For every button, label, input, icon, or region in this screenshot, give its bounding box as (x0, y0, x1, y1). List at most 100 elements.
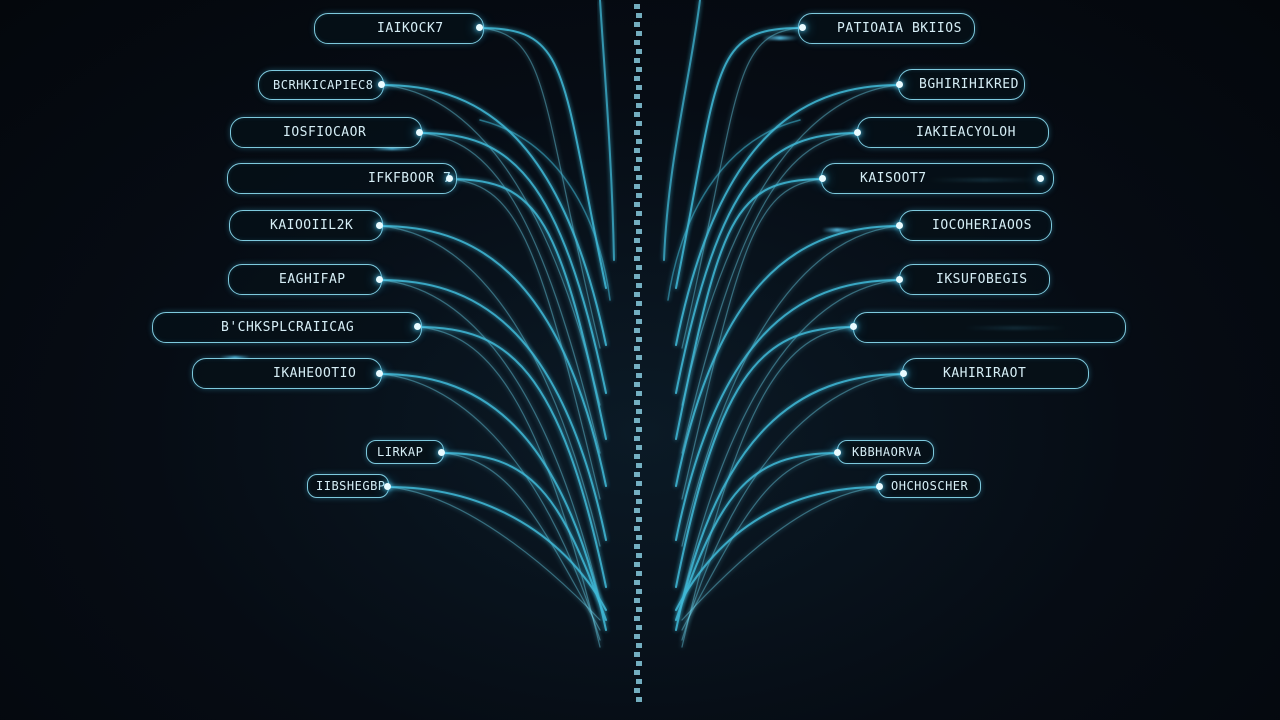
data-stream-segment (636, 697, 642, 702)
data-stream-segment (634, 490, 640, 495)
data-stream-segment (636, 517, 642, 522)
data-stream-segment (636, 157, 642, 162)
data-stream-segment (636, 301, 642, 306)
branch-line (663, 0, 701, 261)
right-label-text: KBBHAORVA (852, 445, 922, 459)
data-stream-segment (636, 589, 642, 594)
data-stream-segment (634, 112, 640, 117)
branch-line (449, 178, 607, 440)
branch-line (479, 27, 601, 349)
data-stream-segment (634, 508, 640, 513)
branch-line (381, 84, 601, 406)
connector-node (376, 222, 383, 229)
data-stream-segment (634, 544, 640, 549)
branch-line (681, 84, 901, 406)
data-stream-segment (634, 4, 640, 9)
data-stream-segment (636, 625, 642, 630)
branch-line (675, 178, 824, 440)
data-stream-segment (636, 211, 642, 216)
branch-line (681, 452, 839, 631)
branch-line (479, 27, 607, 289)
connector-node (416, 129, 423, 136)
data-stream-segment (634, 220, 640, 225)
branch-line (681, 486, 881, 621)
data-stream-segment (636, 391, 642, 396)
branch-line (675, 452, 839, 621)
connector-node (1037, 175, 1044, 182)
branch-line (387, 486, 607, 611)
left-label-box: IAIKOCK7 (314, 13, 484, 44)
data-stream-segment (636, 13, 642, 18)
data-stream-segment (634, 256, 640, 261)
data-stream-segment (636, 85, 642, 90)
branch-line (379, 373, 601, 641)
data-stream-segment (634, 202, 640, 207)
data-stream-segment (636, 49, 642, 54)
data-stream-segment (636, 553, 642, 558)
branch-line (387, 486, 601, 621)
data-stream-segment (634, 274, 640, 279)
branch-line (441, 452, 607, 621)
branch-line (379, 279, 607, 541)
connector-node (819, 175, 826, 182)
branch-line (675, 373, 905, 631)
connector-node (854, 129, 861, 136)
connector-node (896, 222, 903, 229)
connector-node (834, 449, 841, 456)
branch-line (441, 452, 601, 631)
branch-line (681, 373, 905, 641)
data-stream-segment (636, 571, 642, 576)
branch-line (681, 178, 824, 500)
branch-line (379, 225, 601, 547)
data-stream-segment (634, 364, 640, 369)
branch-line (381, 84, 607, 346)
data-stream-segment (634, 634, 640, 639)
data-stream-segment (634, 94, 640, 99)
data-stream-segment (634, 418, 640, 423)
right-label-box: KBBHAORVA (837, 440, 934, 464)
right-label-box: OHCHOSCHER (878, 474, 981, 498)
branch-line (417, 326, 607, 588)
left-label-text: IOSFIOCAOR (283, 125, 367, 140)
right-label-text: OHCHOSCHER (891, 479, 969, 493)
data-stream-segment (634, 310, 640, 315)
left-label-text: IAIKOCK7 (377, 21, 444, 36)
data-stream-segment (636, 103, 642, 108)
branch-line (675, 279, 901, 541)
left-label-text: IIBSHEGBP (316, 479, 386, 493)
connector-node (799, 24, 806, 31)
connector-node (378, 81, 385, 88)
right-label-box: IKSUFOBEGIS (899, 264, 1050, 295)
data-stream-segment (636, 193, 642, 198)
left-label-text: BCRHKICAPIEC8 (273, 78, 374, 92)
data-stream-segment (634, 148, 640, 153)
data-stream-segment (634, 382, 640, 387)
data-stream-segment (636, 67, 642, 72)
left-label-box: B'CHKSPLCRAIICAG (152, 312, 422, 343)
left-label-text: B'CHKSPLCRAIICAG (221, 320, 355, 335)
data-stream-segment (636, 355, 642, 360)
data-stream-segment (636, 409, 642, 414)
right-label-box: IAKIEACYOLOH (857, 117, 1049, 148)
left-label-text: EAGHIFAP (279, 272, 346, 287)
data-stream-segment (634, 472, 640, 477)
branch-line (379, 373, 607, 631)
data-stream-segment (634, 598, 640, 603)
data-stream-segment (636, 337, 642, 342)
branch-line (667, 119, 801, 301)
right-label-box: KAISOOT7 (821, 163, 1054, 194)
connector-node (446, 175, 453, 182)
connector-node (438, 449, 445, 456)
right-label-text: BGHIRIHIKRED (919, 77, 1019, 92)
branch-line (419, 132, 607, 394)
right-label-text: KAISOOT7 (860, 171, 927, 186)
right-label-text: IAKIEACYOLOH (916, 125, 1016, 140)
left-label-text: KAIOOIIL2K (270, 218, 354, 233)
left-label-box: IOSFIOCAOR (230, 117, 422, 148)
data-stream-segment (636, 463, 642, 468)
right-label-box: PATIOAIA BKIIOS (798, 13, 975, 44)
left-label-box: IFKFBOOR 7 (227, 163, 457, 194)
connector-node (850, 323, 857, 330)
